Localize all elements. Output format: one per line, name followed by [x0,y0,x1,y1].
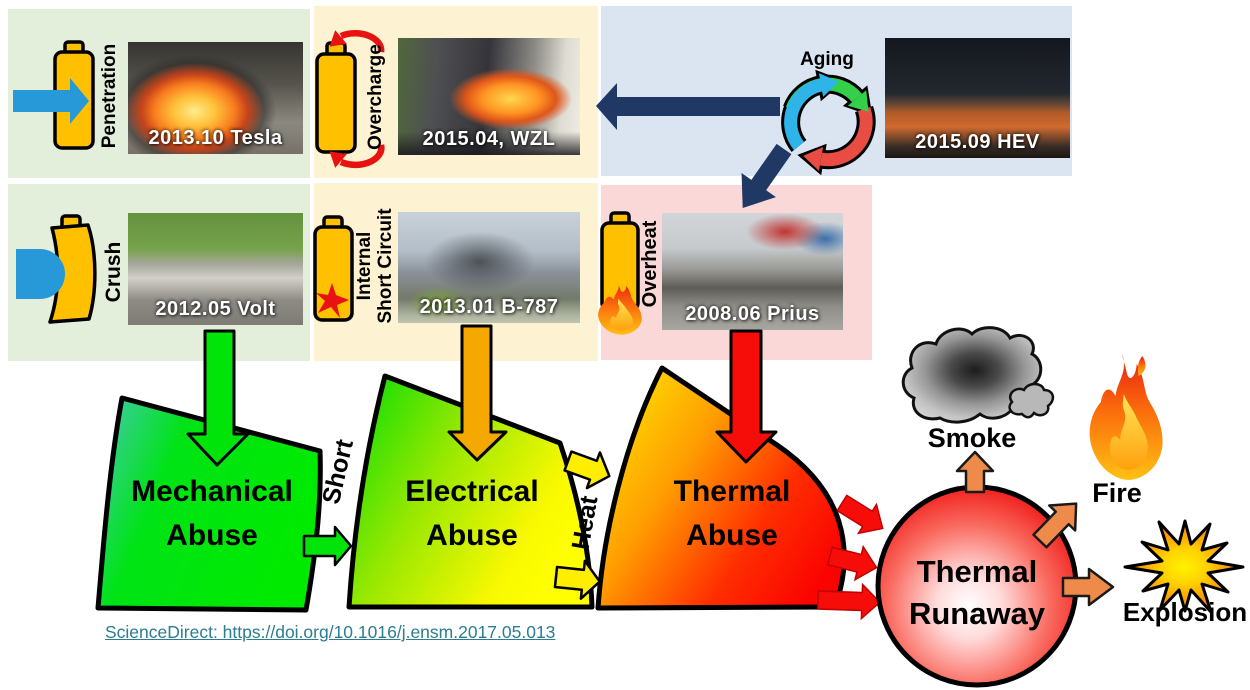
crush-press-icon [16,249,65,299]
thermal-runaway-circle [875,484,1079,688]
penetration-battery-icon [13,40,95,150]
internal-short-battery-icon [313,215,354,322]
crush-to-mechanical-arrow-icon [186,329,250,467]
runaway-feed-arrow-1-icon [836,494,884,535]
aging-left-arrow-icon [596,83,780,130]
photo-caption: 2012.05 Volt [155,298,276,320]
electrical-abuse-shape [346,373,595,610]
b787-airplane-photo: 2013.01 B-787 [398,212,580,323]
photo-caption: 2015.04, WZL [422,128,556,150]
heat-arrow-bottom-icon [553,559,602,600]
crush-battery-icon [16,214,97,324]
mechanical-abuse-shape [95,395,323,613]
fire-icon [1089,354,1163,480]
photo-caption: 2008.06 Prius [685,303,820,325]
runaway-feed-arrow-3-icon [816,582,882,621]
aging-down-arrow-icon [741,143,792,208]
thermal-abuse-shape [595,365,847,611]
isc-to-electrical-arrow-icon [447,324,508,462]
overheat-flame-icon [598,281,642,335]
short-circuit-spark-icon [316,283,349,318]
overheat-battery-icon [598,211,642,335]
source-link[interactable]: ScienceDirect: https://doi.org/10.1016/j… [105,622,556,642]
photo-caption: 2013.01 B-787 [419,296,559,318]
wzl-bus-fire-photo: 2015.04, WZL [398,38,580,155]
photo-caption: 2015.09 HEV [915,131,1040,153]
photo-caption: 2013.10 Tesla [148,127,283,149]
volt-burned-car-photo: 2012.05 Volt [128,213,303,325]
hev-bus-fire-photo: 2015.09 HEV [885,38,1070,158]
penetration-arrow-icon [13,78,89,124]
smoke-cloud-icon [901,326,1055,424]
tesla-fire-photo: 2013.10 Tesla [128,42,303,154]
aging-recycle-icon [781,69,876,176]
prius-burned-car-photo: 2008.06 Prius [662,213,843,330]
runaway-feed-arrow-2-icon [826,544,878,582]
short-arrow-icon [302,525,353,567]
overcharge-battery-icon [315,30,385,169]
explosion-icon [1123,519,1245,614]
heat-arrow-top-icon [563,450,611,490]
fire-arrow-icon [1032,502,1078,549]
overheat-to-thermal-arrow-icon [715,329,778,464]
explosion-arrow-icon [1061,567,1115,607]
overcharge-cycle-icon [329,30,385,169]
smoke-arrow-icon [955,450,995,494]
